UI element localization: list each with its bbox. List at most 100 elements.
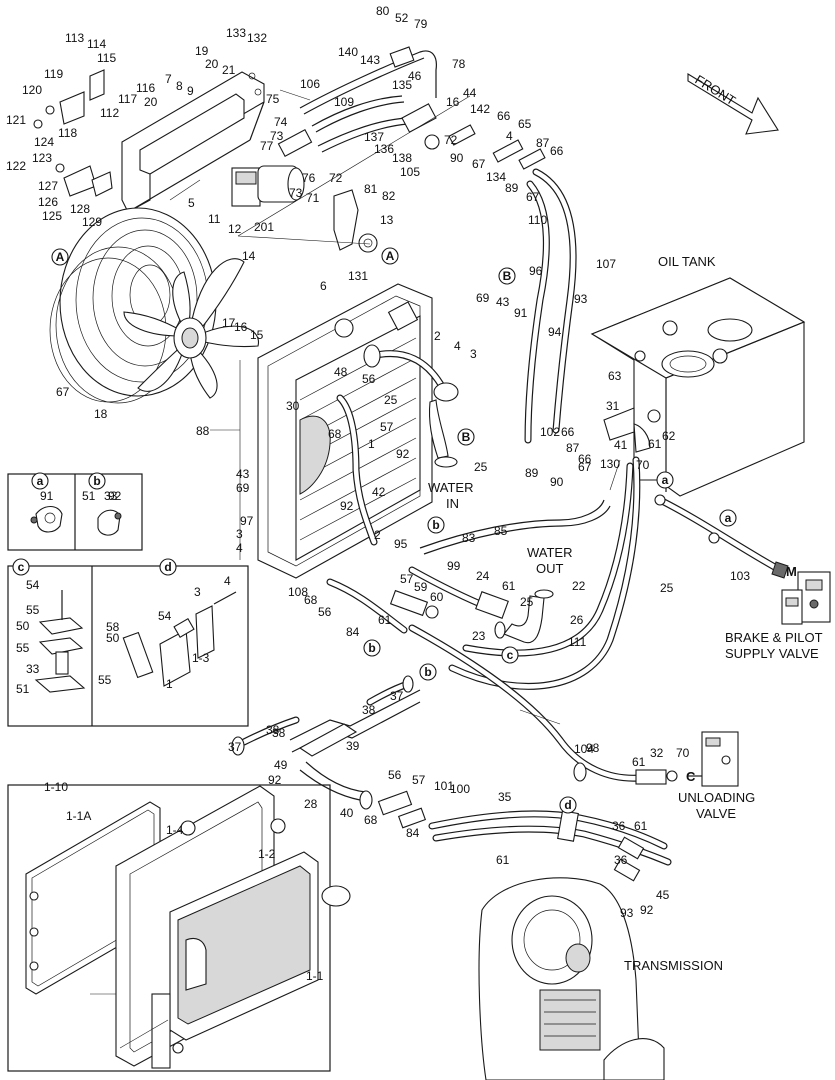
- part-number-92: 92: [268, 773, 282, 787]
- ref-marker-circle: [51, 248, 69, 266]
- part-number-92: 92: [340, 499, 354, 513]
- part-number-98: 98: [586, 741, 600, 755]
- part-number-33: 33: [104, 489, 118, 503]
- part-number-55: 55: [26, 603, 40, 617]
- part-number-18: 18: [94, 407, 108, 421]
- ref-marker-circle: [88, 472, 106, 490]
- ref-marker-circle: [457, 428, 475, 446]
- part-number-16: 16: [234, 320, 248, 334]
- front-label: FRONT: [692, 72, 738, 108]
- part-number-67: 67: [472, 157, 486, 171]
- part-number-67: 67: [526, 190, 540, 204]
- part-number-100: 100: [450, 782, 470, 796]
- water-out-pipes: [408, 566, 554, 644]
- part-number-201: 201: [254, 220, 274, 234]
- part-number-117: 117: [118, 92, 137, 106]
- part-number-132: 132: [247, 31, 267, 45]
- part-number-51: 51: [16, 682, 30, 696]
- part-number-16: 16: [446, 95, 460, 109]
- ref-marker-circle: [656, 471, 674, 489]
- part-number-61: 61: [632, 755, 646, 769]
- part-number-37: 37: [228, 740, 242, 754]
- part-number-56: 56: [388, 768, 402, 782]
- ref-marker-circle: [498, 267, 516, 285]
- part-number-60: 60: [430, 590, 444, 604]
- part-number-91: 91: [514, 306, 528, 320]
- part-number-81: 81: [364, 182, 378, 196]
- part-number-22: 22: [572, 579, 586, 593]
- transmission: [478, 877, 665, 1080]
- part-number-88: 88: [196, 424, 210, 438]
- part-number-78: 78: [452, 57, 466, 71]
- part-number-61: 61: [378, 613, 392, 627]
- part-number-76: 76: [302, 171, 316, 185]
- part-number-93: 93: [574, 292, 588, 306]
- part-number-20: 20: [144, 95, 158, 109]
- part-number-45: 45: [656, 888, 670, 902]
- part-number-143: 143: [360, 53, 380, 67]
- part-number-1: 1: [166, 677, 173, 691]
- fan-guard-frame: [121, 71, 265, 213]
- part-number-68: 68: [364, 813, 378, 827]
- part-number-50: 50: [16, 619, 30, 633]
- part-number-5: 5: [188, 196, 195, 210]
- part-number-50: 50: [106, 631, 120, 645]
- part-number-57: 57: [400, 572, 414, 586]
- hose-101-100: [428, 810, 672, 882]
- part-number-127: 127: [38, 179, 58, 193]
- part-number-92: 92: [640, 903, 654, 917]
- part-number-58: 58: [106, 620, 120, 634]
- part-number-106: 106: [300, 77, 320, 91]
- ref-marker-a: a: [37, 474, 44, 488]
- part-number-66: 66: [497, 109, 511, 123]
- part-number-3: 3: [236, 527, 243, 541]
- part-number-55: 55: [16, 641, 30, 655]
- part-number-95: 95: [394, 537, 408, 551]
- part-number-57: 57: [380, 420, 394, 434]
- fan-motor: [231, 129, 313, 207]
- part-number-134: 134: [486, 170, 506, 184]
- part-number-91: 91: [40, 489, 54, 503]
- top-left-hardware: [33, 69, 113, 197]
- part-number-42: 42: [372, 485, 386, 499]
- part-number-36: 36: [612, 819, 626, 833]
- part-number-69: 69: [476, 291, 490, 305]
- part-number-109: 109: [334, 95, 354, 109]
- part-number-61: 61: [496, 853, 510, 867]
- ref-marker-circle: [381, 247, 399, 265]
- part-number-70: 70: [676, 746, 690, 760]
- part-number-75: 75: [266, 92, 280, 106]
- part-number-13: 13: [380, 213, 394, 227]
- part-number-12: 12: [228, 222, 242, 236]
- ref-marker-circle: [363, 639, 381, 657]
- part-number-35: 35: [498, 790, 512, 804]
- part-number-11: 11: [208, 212, 221, 226]
- label-water-in-1: WATER: [428, 480, 474, 495]
- ref-marker-circle: [419, 663, 437, 681]
- ref-marker-c: c: [18, 560, 25, 574]
- part-number-82: 82: [382, 189, 396, 203]
- part-number-111: 111: [568, 635, 587, 649]
- part-number-116: 116: [136, 81, 155, 95]
- bracket-6: [333, 189, 378, 253]
- label-unloading-1: UNLOADING: [678, 790, 755, 805]
- fan-blades: [123, 258, 259, 399]
- part-number-67: 67: [578, 460, 592, 474]
- part-number-4: 4: [224, 574, 231, 588]
- part-number-125: 125: [42, 209, 62, 223]
- part-number-24: 24: [476, 569, 490, 583]
- ref-marker-c: c: [507, 648, 514, 662]
- part-number-26: 26: [570, 613, 584, 627]
- part-number-46: 46: [408, 69, 422, 83]
- part-number-85: 85: [494, 524, 508, 538]
- part-number-68: 68: [328, 427, 342, 441]
- part-number-129: 129: [82, 215, 102, 229]
- label-oil-tank: OIL TANK: [658, 254, 716, 269]
- part-number-38: 38: [272, 726, 286, 740]
- part-number-41: 41: [614, 438, 628, 452]
- label-brake-valve-2: SUPPLY VALVE: [725, 646, 819, 661]
- part-number-7: 7: [165, 72, 172, 86]
- label-water-in-2: IN: [446, 496, 459, 511]
- ref-marker-circle: [31, 472, 49, 490]
